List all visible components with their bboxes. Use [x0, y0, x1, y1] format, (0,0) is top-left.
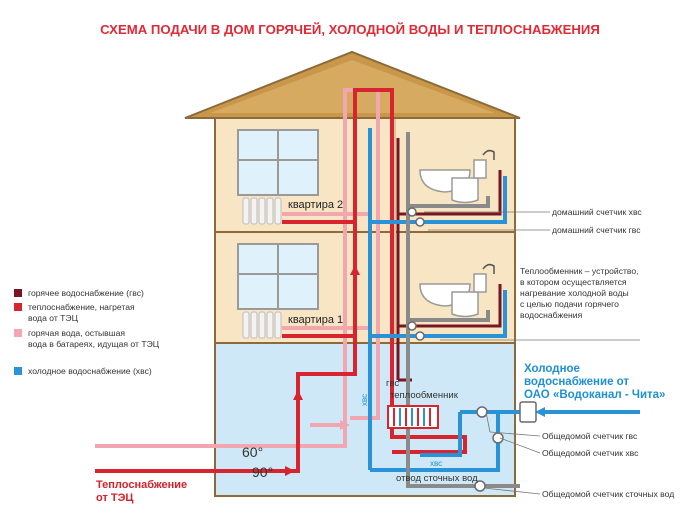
- home-meter-cold-icon: [407, 207, 417, 217]
- exchanger-note-line-5: водоснабжения: [520, 310, 583, 320]
- legend-swatch-1: [14, 303, 22, 311]
- exchanger-note-line-1: Теплообменник – устройство,: [520, 266, 639, 276]
- hvs-vertical-label: хвс: [360, 394, 369, 406]
- apartment-2-label: квартира 2: [288, 199, 343, 211]
- building-meter-hot-icon: [476, 406, 488, 418]
- window-upper: [237, 129, 319, 196]
- hvs-horizontal-label: хвс: [430, 459, 442, 468]
- legend: горячее водоснабжение (гвс) теплоснабжени…: [14, 288, 160, 376]
- heat-exchanger: [387, 405, 439, 429]
- toilet-upper: [451, 177, 479, 204]
- bathroom-fixtures-upper: [419, 149, 495, 204]
- radiator-upper: [242, 197, 282, 225]
- callout-lines: [424, 211, 640, 495]
- legend-label-1-0: теплоснабжение, нагретая: [28, 302, 135, 312]
- house: [184, 50, 521, 497]
- water-inlet-meter-icon: [519, 401, 537, 423]
- radiator-lower: [242, 311, 282, 339]
- legend-label-1-1: вода от ТЭЦ: [28, 313, 79, 323]
- legend-swatch-0: [14, 289, 22, 297]
- apartment-1-label: квартира 1: [288, 314, 343, 326]
- heat-supply-line-2: от ТЭЦ: [96, 492, 133, 504]
- supply-temperature: 90°: [252, 464, 273, 480]
- legend-label-2-1: вода в батареях, идущая от ТЭЦ: [28, 339, 160, 349]
- building-meter-sewer-label: Общедомой счетчик сточных вод: [542, 489, 674, 499]
- diagram-title: СХЕМА ПОДАЧИ В ДОМ ГОРЯЧЕЙ, ХОЛОДНОЙ ВОД…: [100, 22, 600, 37]
- legend-label-0-0: горячее водоснабжение (гвс): [28, 288, 144, 298]
- home-meter-hot-label: домашний счетчик гвс: [552, 225, 641, 235]
- building-meter-cold-icon: [492, 432, 504, 444]
- exchanger-label: теплообменник: [390, 390, 459, 401]
- legend-swatch-3: [14, 367, 22, 375]
- home-meter-hot-icon: [415, 217, 425, 227]
- meters: [407, 207, 537, 492]
- legend-label-2-0: горячая вода, остывшая: [28, 328, 125, 338]
- pipes-hot-water: [396, 138, 502, 382]
- exchanger-note-line-2: в котором осуществляется: [520, 277, 627, 287]
- exchanger-note: Теплообменник – устройство, в котором ос…: [520, 266, 639, 320]
- faucet-lower-icon: [482, 263, 495, 274]
- exchanger-note-line-3: нагревание холодной воды: [520, 288, 629, 298]
- cold-supply-line-3: ОАО «Водоканал - Чита»: [524, 389, 665, 401]
- toilet-lower: [451, 291, 479, 318]
- sewer-label: отвод сточных вод: [396, 473, 478, 484]
- faucet-upper-icon: [482, 149, 495, 160]
- return-temperature: 60°: [242, 444, 263, 460]
- exchanger-note-line-4: с целью подачи горячего: [520, 299, 619, 309]
- cold-supply-line-1: Холодное: [524, 363, 580, 375]
- cold-supply-label: Холодное водоснабжение от ОАО «Водоканал…: [524, 363, 665, 401]
- legend-swatch-2: [14, 329, 22, 337]
- building-meter-cold-label: Общедомой счетчик хвс: [542, 448, 639, 458]
- window-lower: [237, 243, 319, 310]
- building-meter-hot-label: Общедомой счетчик гвс: [542, 431, 638, 441]
- building-meter-sewer-icon: [474, 480, 486, 492]
- cold-supply-line-2: водоснабжение от: [524, 376, 629, 388]
- gvs-label: гвс: [386, 378, 399, 389]
- heat-supply-line-1: Теплоснабжение: [96, 479, 187, 491]
- roof-inner: [210, 60, 495, 113]
- legend-label-3-0: холодное водоснабжение (хвс): [28, 366, 152, 376]
- home-meter-cold-label: домашний счетчик хвс: [552, 207, 642, 217]
- bathroom-fixtures-lower: [419, 263, 495, 318]
